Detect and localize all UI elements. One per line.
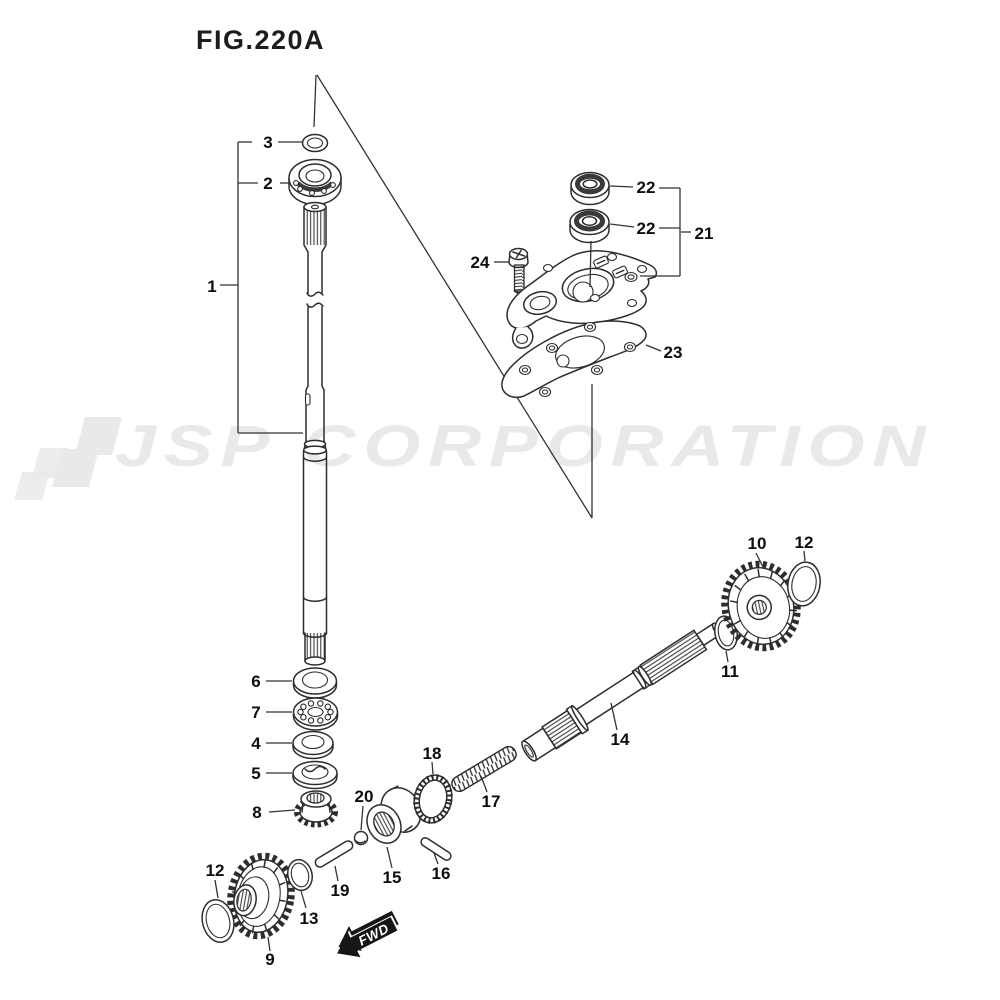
part-22-seal-lower [569,208,610,244]
callout-label-6: 6 [251,672,260,691]
part-12-ring-left [201,899,235,943]
part-23-gasket [501,320,647,399]
assembly-pointer-lines [313,74,593,519]
part-5-spring-washer [292,760,338,790]
part-22-seal-upper [570,171,610,206]
watermark-text: JSP CORPORATION [115,414,933,479]
callout-label-16: 16 [432,864,451,883]
part-16-pin [420,837,452,861]
callout-label-21: 21 [695,224,714,243]
part-7-thrust-bearing [292,697,339,731]
part-17-spring [451,745,517,793]
part-3-oring [301,133,329,153]
part-13-ring [287,858,313,892]
callout-label-1: 1 [207,277,216,296]
callout-label-11: 11 [721,662,739,681]
watermark: JSP CORPORATION [14,414,933,500]
fwd-arrow-icon: FWD [337,910,399,958]
part-1-driveshaft [302,201,328,666]
callout-label-10: 10 [748,534,767,553]
callout-label-4: 4 [251,734,261,753]
callout-label-14: 14 [611,730,630,749]
callout-label-20: 20 [355,787,374,806]
callout-label-12-left: 12 [206,861,225,880]
callout-label-22-lower: 22 [637,219,656,238]
part-19-pin [314,840,354,868]
part-14-propeller-shaft [521,622,723,762]
callout-label-5: 5 [251,764,260,783]
part-9-forward-gear [227,852,295,940]
callout-label-22-upper: 22 [637,178,656,197]
callout-label-9: 9 [265,950,274,969]
part-6-washer [292,667,338,699]
part-20-ball [353,830,369,846]
figure-title: FIG.220A [196,25,325,55]
part-12-ring-right [787,561,821,607]
part-18-ring [413,774,453,824]
part-24-bolt [508,247,529,294]
callout-label-8: 8 [252,803,261,822]
callout-label-17: 17 [482,792,501,811]
callout-label-24: 24 [471,253,490,272]
part-8-pinion-gear [294,790,338,828]
callout-lines [214,141,806,952]
part-2-bearing [288,158,342,206]
callout-label-2: 2 [263,174,272,193]
part-4-washer [292,730,334,760]
callout-label-13: 13 [300,909,319,928]
watermark-logo-icon [14,417,122,500]
part-15-dog-clutch [366,785,422,844]
callout-label-7: 7 [251,703,260,722]
callout-label-3: 3 [263,133,272,152]
callout-label-23: 23 [664,343,683,362]
callout-label-15: 15 [383,868,402,887]
callout-label-18: 18 [423,744,442,763]
part-21-plate [506,250,658,349]
callout-labels: 3 2 1 6 7 4 5 8 12 9 13 19 20 15 16 18 1… [206,133,814,969]
callout-label-12-right: 12 [795,533,814,552]
callout-label-19: 19 [331,881,350,900]
